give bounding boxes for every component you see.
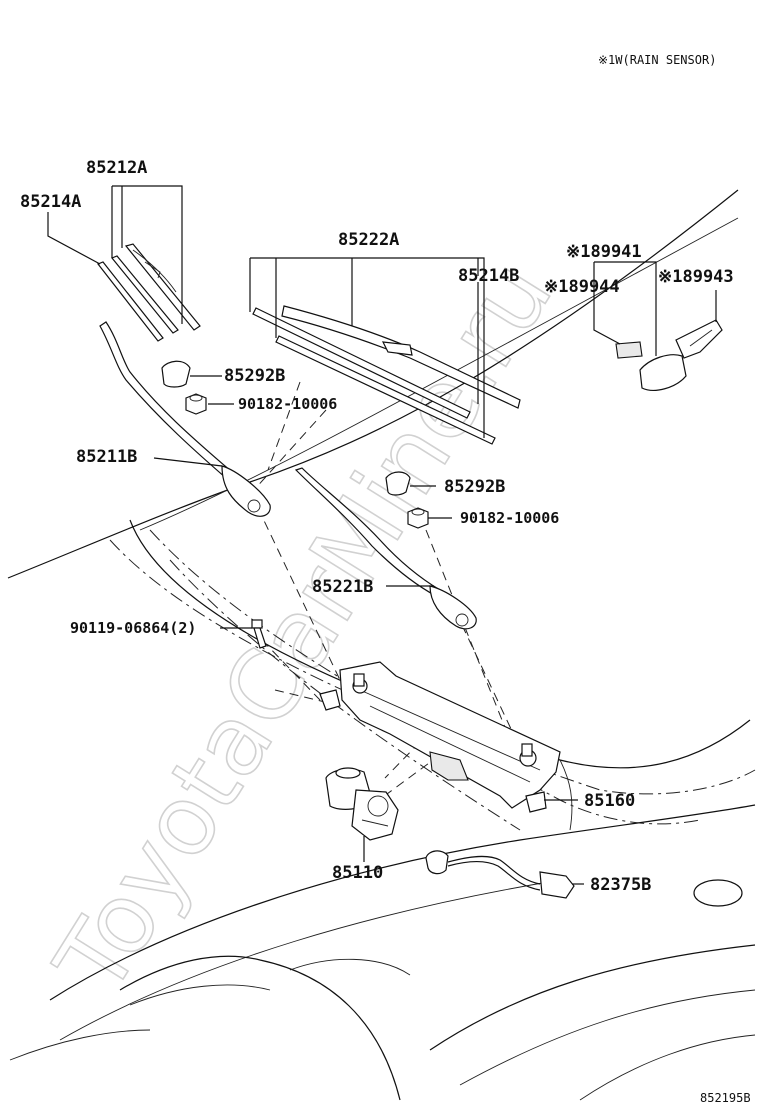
- label-89941: ※189941: [566, 242, 642, 262]
- label-85214B: 85214B: [458, 266, 519, 286]
- leader-lines: [47, 185, 717, 885]
- label-85222A: 85222A: [338, 230, 399, 250]
- wire-harness-82375B: [425, 850, 575, 899]
- label-85160: 85160: [584, 791, 635, 811]
- label-85110: 85110: [332, 863, 383, 883]
- label-85292B-right: 85292B: [444, 477, 505, 497]
- rain-sensor-89941: [639, 354, 687, 391]
- assembly-guide-lines: [244, 381, 521, 806]
- label-85211B: 85211B: [76, 447, 137, 467]
- label-85212A: 85212A: [86, 158, 147, 178]
- cap-85292B-right: [385, 471, 411, 496]
- diagram-code: 852195B: [700, 1091, 751, 1105]
- label-90182-left: 90182-10006: [238, 395, 337, 413]
- label-82375B: 82375B: [590, 875, 651, 895]
- wiper-link-85160: [319, 661, 561, 813]
- label-89943: ※189943: [658, 267, 734, 287]
- label-89944: ※189944: [544, 277, 620, 297]
- label-85292B-left: 85292B: [224, 366, 285, 386]
- nut-90182-right: [407, 507, 429, 529]
- label-90119: 90119-06864(2): [70, 619, 196, 637]
- passenger-wiper-arm: [294, 467, 477, 630]
- wiper-motor-85110: [325, 767, 399, 841]
- body-hole: [693, 879, 743, 907]
- rain-sensor-parts: [615, 319, 723, 391]
- nut-90182-left: [185, 393, 207, 415]
- cap-85292B-left: [161, 360, 191, 388]
- label-85214A: 85214A: [20, 192, 81, 212]
- bolt-90119: [251, 619, 267, 649]
- driver-blade-assembly: [97, 243, 201, 342]
- label-85221B: 85221B: [312, 577, 373, 597]
- sensor-pad-89944: [615, 341, 643, 359]
- label-90182-right: 90182-10006: [460, 509, 559, 527]
- driver-wiper-arm: [99, 321, 271, 517]
- note-rain-sensor: ※1W(RAIN SENSOR): [598, 53, 716, 67]
- passenger-blade-assembly: [252, 305, 521, 445]
